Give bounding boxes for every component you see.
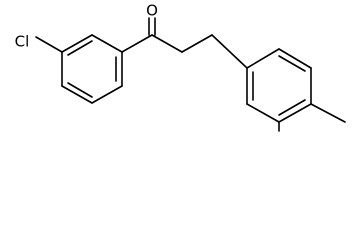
bond [181,34,213,53]
methyl-bond [310,103,346,123]
bond [91,85,123,104]
bond [151,34,183,53]
double-bond-inner [278,99,306,116]
bond-to-chlorine [35,36,63,53]
bond [246,103,280,123]
chlorophenyl-ring [61,34,123,104]
bond [278,48,312,69]
bond [91,34,123,53]
bond [121,34,153,53]
bond [61,85,93,104]
oxygen-label: O [146,2,158,20]
chlorine-label: Cl [15,33,30,51]
double-bond-inner [67,40,93,56]
dimethylphenyl-ring [246,48,312,123]
bond [278,103,312,123]
bond [61,34,93,53]
double-bond-inner [278,55,306,72]
chemical-structure: Cl O [15,2,346,132]
bond [246,48,280,69]
double-bond-inner [67,82,93,98]
bond [211,34,248,69]
